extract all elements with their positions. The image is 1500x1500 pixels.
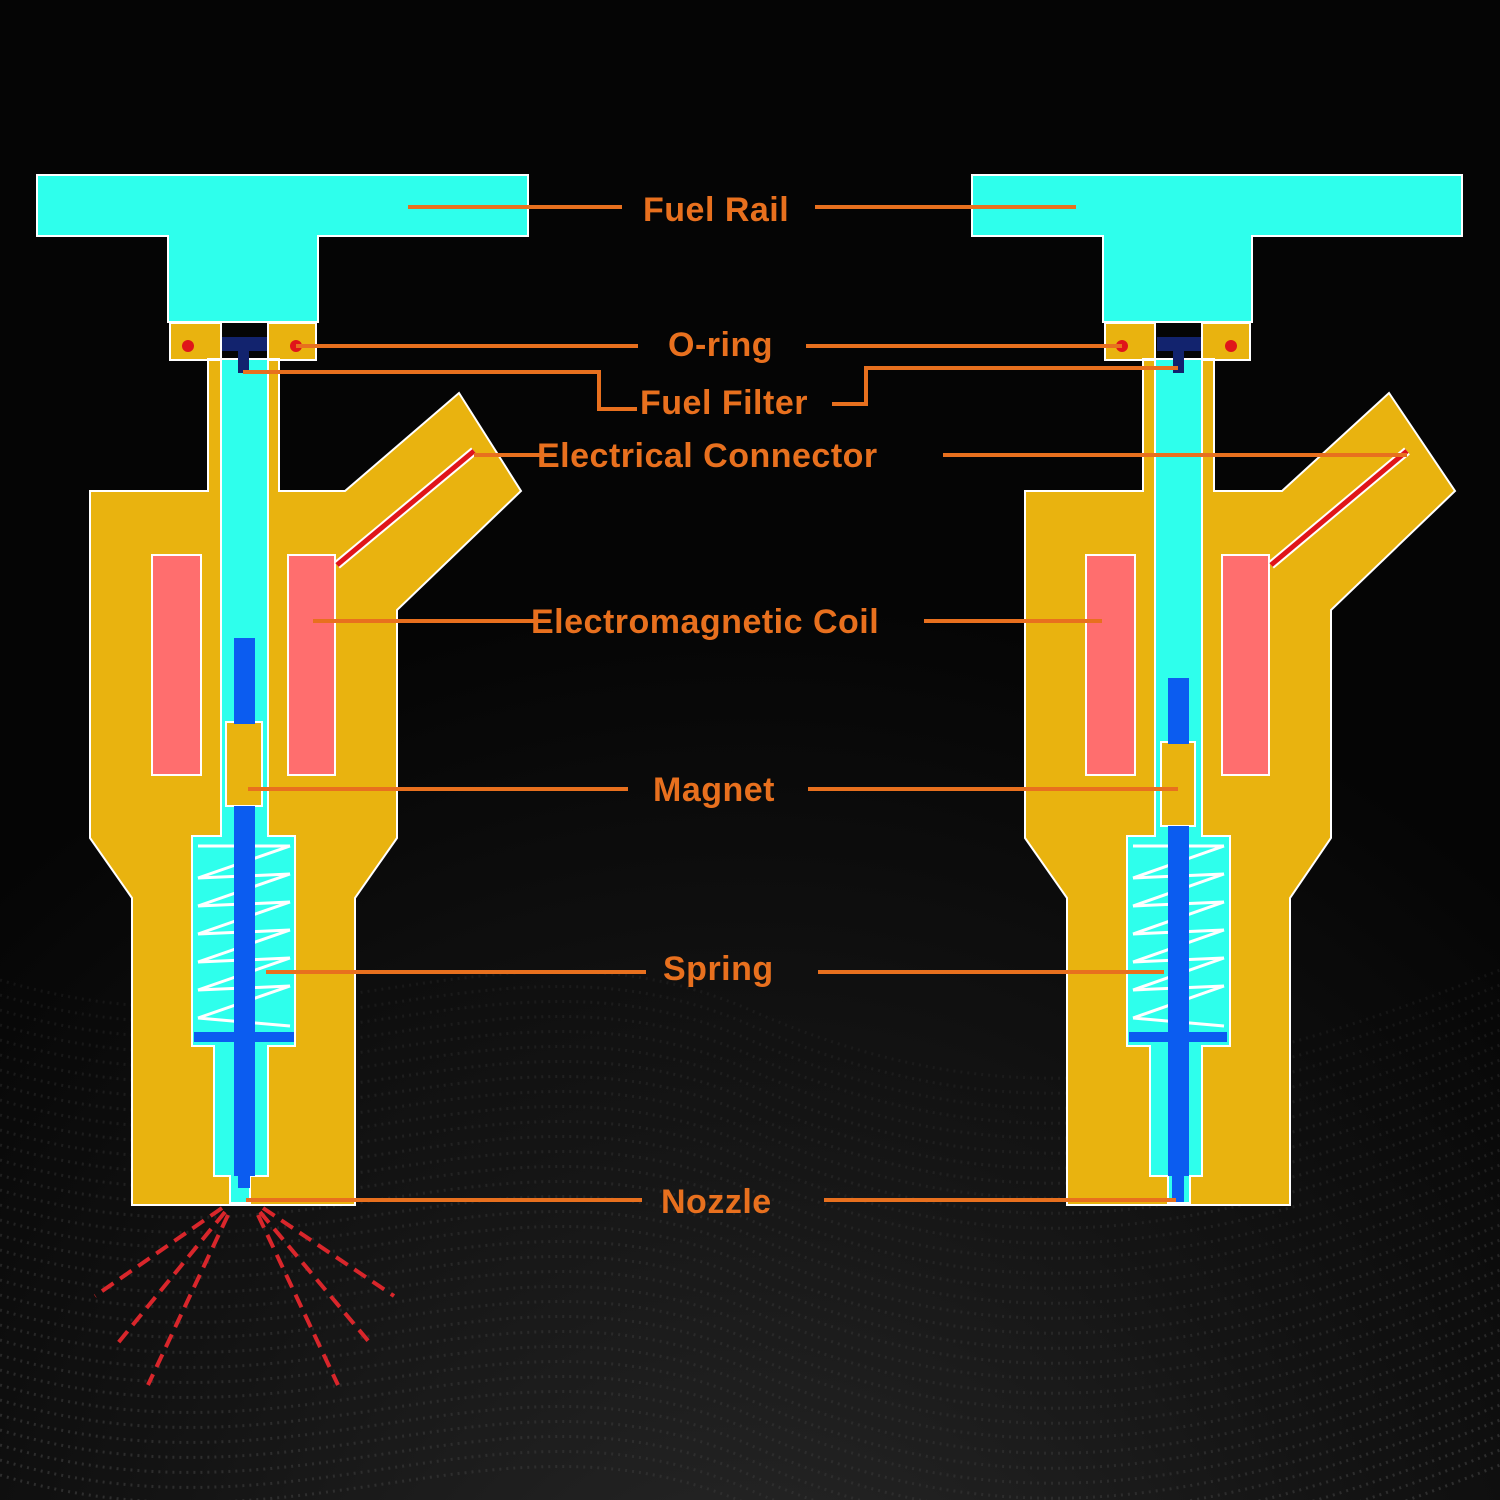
background-wave-line [0,1313,1500,1425]
label-o-ring: O-ring [668,326,773,364]
fuel-filter [1157,337,1201,373]
magnet [225,721,263,807]
fuel-spray [93,1206,396,1386]
background-wave-line [0,1373,1500,1485]
label-magnet: Magnet [653,771,775,809]
fuel-rail [971,174,1463,323]
right-injector [971,174,1463,1206]
left-injector [36,174,529,1386]
label-fuel-rail: Fuel Rail [643,191,790,229]
background-wave-line [0,1358,1500,1470]
electrical-wire [335,449,476,567]
background-wave-line [0,1238,1500,1350]
background-wave-line [0,1403,1500,1500]
label-electromagnetic-coil: Electromagnetic Coil [531,603,880,641]
label-nozzle: Nozzle [661,1183,772,1221]
background-wave-line [0,1328,1500,1440]
background-wave-line [0,1223,1500,1335]
background-wave-line [0,1163,1500,1275]
background-wave-line [0,1298,1500,1410]
injector-needle [1129,678,1227,1202]
electromagnetic-coil [1221,554,1270,776]
background-wave-line [0,1283,1500,1395]
o-ring-seal [1225,340,1237,352]
background-wave-line [0,1343,1500,1455]
label-spring: Spring [663,950,774,988]
electromagnetic-coil [1085,554,1136,776]
background-wave-line [0,1178,1500,1290]
magnet [1160,741,1196,827]
background-wave-line [0,1268,1500,1380]
fuel-rail [36,174,529,323]
background-wave-line [0,1148,1500,1260]
background-wave-line [0,1118,1500,1230]
leader-line-fuel-filter [832,366,1178,406]
background-wave-line [0,1133,1500,1245]
background-wave-line [0,1193,1500,1305]
leader-lines [243,205,1407,1202]
background-wave-line [0,1388,1500,1500]
electromagnetic-coil [151,554,202,776]
label-fuel-filter: Fuel Filter [640,384,808,422]
label-electrical-connector: Electrical Connector [537,437,878,475]
electrical-wire [1269,449,1409,567]
o-ring-seal [182,340,194,352]
fuel-filter [222,337,267,373]
background-wave-line [0,1208,1500,1320]
background-wave-line [0,1253,1500,1365]
leader-line-fuel-filter [243,370,637,411]
electromagnetic-coil [287,554,336,776]
injector-needle [194,638,294,1188]
